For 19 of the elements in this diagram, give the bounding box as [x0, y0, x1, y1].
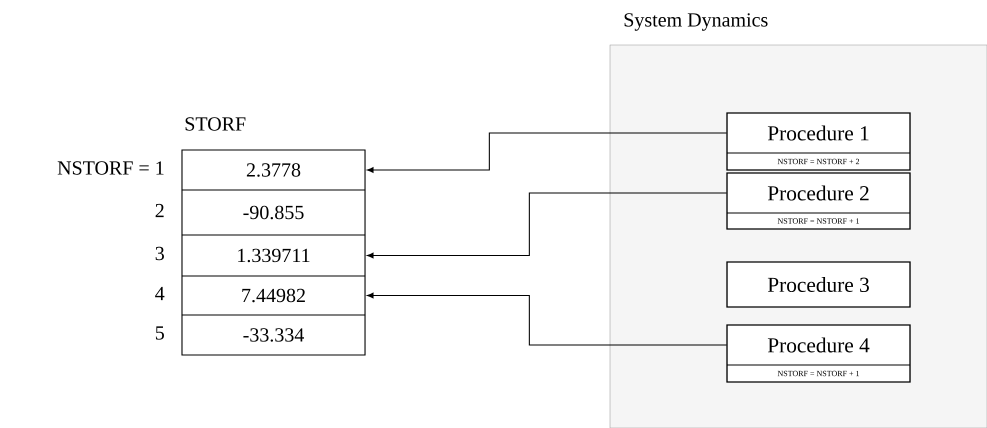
array-cell: -33.334	[181, 314, 366, 356]
index-label: 4	[155, 286, 164, 300]
array-cell: 7.44982	[181, 275, 366, 316]
arrow	[367, 192, 726, 258]
arrow	[367, 292, 726, 346]
procedure-box: Procedure 2 NSTORF = NSTORF + 1	[726, 172, 911, 230]
array-cell: 2.3778	[181, 149, 366, 191]
heading: STORF	[186, 117, 246, 131]
index-label: NSTORF = 1	[58, 161, 164, 175]
index-label: 2	[156, 204, 164, 218]
procedure-box: Procedure 4 NSTORF = NSTORF + 1	[726, 324, 911, 383]
array-cell: -90.855	[181, 189, 366, 236]
procedure-box: Procedure 1 NSTORF = NSTORF + 2	[726, 112, 911, 171]
arrow	[367, 132, 726, 173]
procedure-box: Procedure 3	[726, 261, 911, 308]
index-label: 5	[156, 326, 164, 340]
index-label: 3	[156, 246, 164, 260]
heading: System Dynamics	[624, 13, 768, 31]
array-cell: 1.339711	[181, 234, 366, 277]
